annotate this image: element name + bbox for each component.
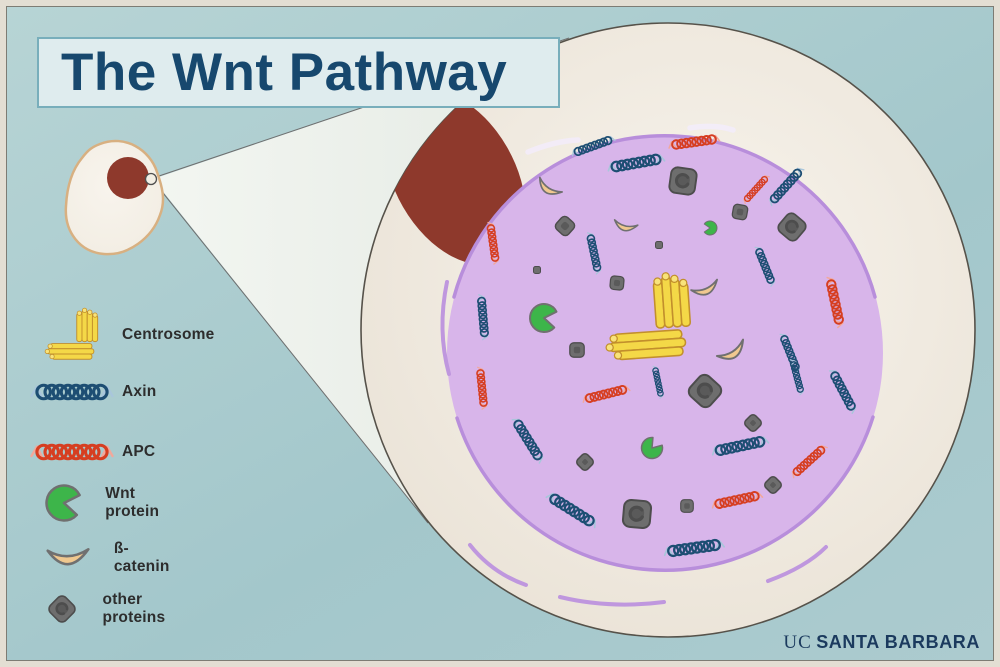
legend-label: Wnt protein: [105, 485, 160, 520]
ucsb-logo-uc: UC: [783, 632, 812, 653]
magnifier-ring: [144, 172, 158, 186]
legend-item-wnt: Wnt protein: [30, 483, 176, 523]
title-box: The Wnt Pathway: [37, 37, 560, 108]
protein-md-icon: [680, 499, 694, 513]
small-cell-nucleus: [107, 157, 149, 199]
legend-label: Centrosome: [122, 326, 215, 343]
page-title: The Wnt Pathway: [61, 43, 508, 102]
legend-label: ß-catenin: [113, 540, 170, 575]
legend-item-catenin: ß-catenin: [30, 540, 178, 576]
wnt-protein-icon: [30, 483, 97, 523]
other-proteins-icon: [30, 587, 95, 631]
ucsb-logo: UC SANTA BARBARA: [783, 632, 980, 654]
legend-item-centrosome: Centrosome: [30, 303, 214, 367]
axin-icon: [30, 380, 114, 404]
protein-lg-icon: [620, 497, 654, 531]
beta-catenin-icon: [30, 543, 106, 573]
protein-dot-icon: [655, 241, 663, 249]
legend-item-apc: APC: [30, 440, 155, 464]
legend-label: APC: [122, 443, 156, 460]
ucsb-logo-campus: SANTA BARBARA: [816, 632, 980, 652]
protein-dot-icon: [533, 266, 541, 274]
centrosome-icon: [30, 303, 114, 367]
legend-item-other-proteins: other proteins: [30, 587, 185, 631]
small-cell: [64, 139, 165, 256]
protein-lg-icon: [666, 164, 700, 198]
protein-md-icon: [609, 275, 625, 291]
legend-label: other proteins: [102, 591, 166, 626]
legend-label: Axin: [122, 383, 157, 400]
protein-md-icon: [569, 342, 585, 358]
protein-md-icon: [731, 203, 749, 221]
apc-icon: [30, 440, 114, 464]
legend-item-axin: Axin: [30, 380, 156, 404]
